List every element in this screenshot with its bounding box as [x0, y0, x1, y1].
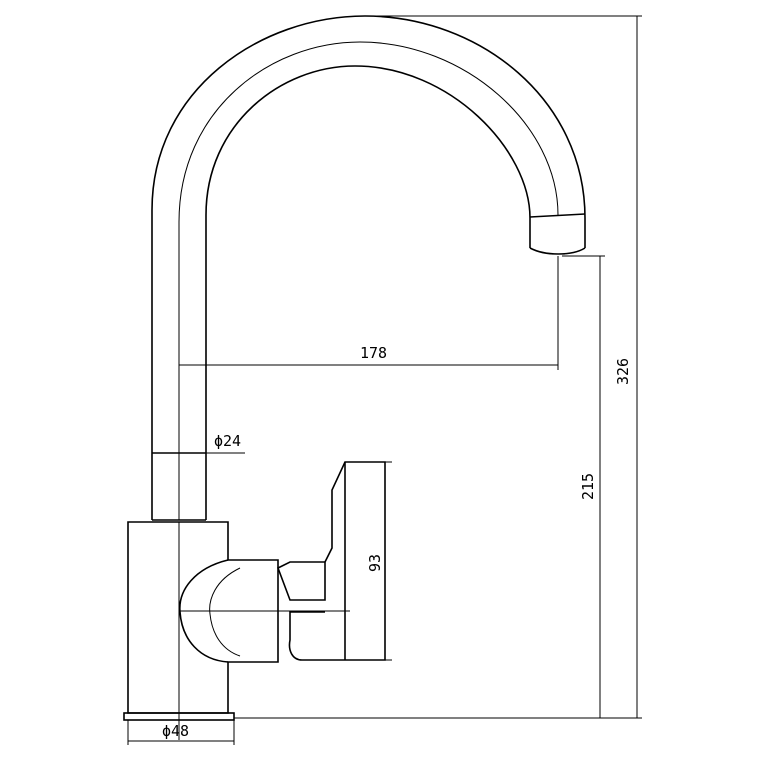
spout-inner-curve	[205, 65, 531, 520]
nozzle-top-line	[529, 213, 586, 218]
dim-base-diameter: ϕ48	[162, 722, 189, 740]
base-ring	[123, 712, 235, 721]
spout-centerline	[178, 41, 559, 520]
handle-neck	[276, 561, 326, 601]
valve-cartridge-inner	[209, 567, 241, 657]
faucet-body	[127, 521, 279, 714]
dim-pipe-diameter: ϕ24	[214, 432, 241, 450]
dim-spout-height: 215	[579, 473, 597, 500]
nozzle-tip	[529, 247, 586, 255]
valve-cartridge	[179, 559, 229, 663]
dim-total-height: 326	[614, 358, 632, 385]
dim-handle-height: 93	[366, 554, 384, 572]
dim-spout-reach: 178	[360, 344, 387, 362]
